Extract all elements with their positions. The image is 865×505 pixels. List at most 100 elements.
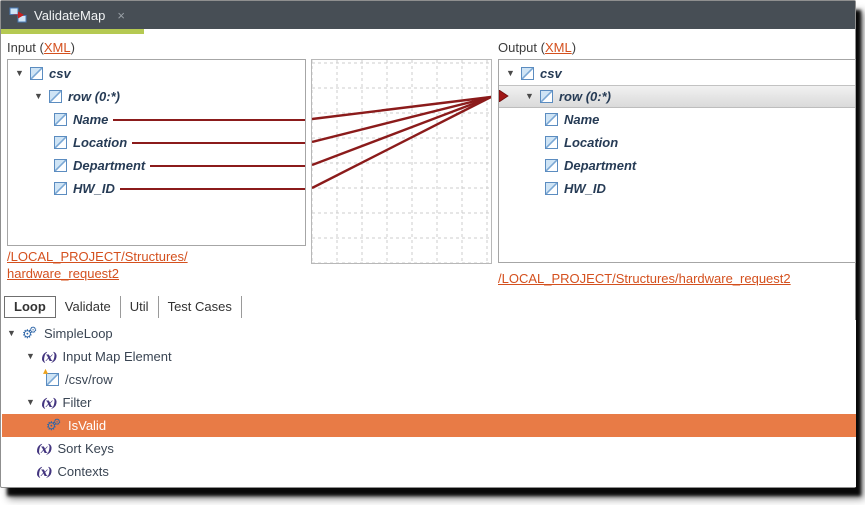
xml-element-icon — [545, 113, 558, 126]
tab-loop[interactable]: Loop — [4, 296, 56, 318]
mapping-target-arrow-icon — [499, 90, 509, 102]
tree-row[interactable]: /csv/row — [2, 366, 856, 391]
tree-row[interactable]: ▼ (x) Input Map Element — [2, 345, 856, 368]
tree-node-label: IsValid — [68, 418, 107, 433]
tree-node-label: csv — [540, 66, 562, 81]
output-header-text: Output ( — [498, 40, 545, 55]
tree-node-label: Location — [564, 135, 619, 150]
tree-row[interactable]: (x) Contexts — [2, 460, 856, 483]
expand-triangle-icon[interactable]: ▼ — [26, 397, 35, 407]
expand-triangle-icon[interactable]: ▼ — [34, 91, 43, 101]
tree-node-label: Department — [73, 158, 146, 173]
function-x-icon: (x) — [36, 464, 52, 479]
xml-element-icon — [30, 67, 43, 80]
input-header-text-close: ) — [70, 40, 75, 55]
function-x-icon: (x) — [41, 349, 57, 364]
output-structure-link[interactable]: /LOCAL_PROJECT/Structures/hardware_reque… — [498, 271, 791, 286]
expand-triangle-icon[interactable]: ▼ — [506, 68, 515, 78]
xml-element-icon — [545, 159, 558, 172]
xml-element-icon — [545, 182, 558, 195]
tree-node-label: Name — [73, 112, 109, 127]
output-header-text-close: ) — [571, 40, 577, 55]
loop-config-tree: ▼ SimpleLoop ▼ (x) Input Map Element/csv/row… — [2, 320, 856, 487]
tree-node-label: HW_ID — [73, 181, 115, 196]
xml-element-icon — [54, 113, 67, 126]
tree-row[interactable]: ▼ csv — [499, 62, 855, 85]
tree-row[interactable]: Department — [499, 154, 855, 177]
tree-row[interactable]: IsValid — [2, 414, 856, 437]
tree-row[interactable]: ▼ row (0:*) — [499, 85, 855, 108]
gears-icon — [46, 414, 62, 434]
output-xml-link[interactable]: XML — [544, 40, 572, 55]
tree-node-label: csv — [49, 66, 71, 81]
input-structure-link[interactable]: /LOCAL_PROJECT/Structures/ hardware_requ… — [7, 248, 307, 282]
tree-node-label: row (0:*) — [559, 89, 611, 104]
xml-element-icon — [54, 182, 67, 195]
tree-row[interactable]: ▼ row (0:*) — [8, 85, 305, 108]
tree-node-label: Location — [73, 135, 128, 150]
mapping-canvas[interactable] — [311, 59, 492, 264]
expand-triangle-icon[interactable]: ▼ — [7, 328, 16, 338]
input-pane-header: Input (XML) — [7, 40, 75, 56]
mapping-link-location — [312, 95, 491, 144]
tree-row[interactable]: ▼ SimpleLoop — [2, 322, 856, 345]
mapping-link-name — [312, 95, 491, 121]
tree-row[interactable]: ▼ (x) Filter — [2, 391, 856, 414]
tab-util[interactable]: Util — [121, 296, 159, 318]
tree-row[interactable]: Department — [8, 154, 305, 177]
xml-element-ref-icon — [43, 366, 59, 386]
xml-element-icon — [49, 90, 62, 103]
tree-node-label: Filter — [62, 395, 92, 410]
editor-tab-bar: ValidateMap × — [1, 1, 855, 29]
input-xml-link[interactable]: XML — [43, 40, 71, 55]
tree-node-label: /csv/row — [65, 372, 113, 387]
mapper-icon — [9, 7, 27, 23]
tab-validatemap[interactable]: ValidateMap × — [1, 1, 144, 29]
tree-row[interactable]: ▼ csv — [8, 62, 305, 85]
tree-node-label: Contexts — [57, 464, 109, 479]
xml-element-icon — [540, 90, 553, 103]
expand-triangle-icon[interactable]: ▼ — [525, 91, 534, 101]
mapping-line — [150, 164, 305, 167]
tree-row[interactable]: HW_ID — [8, 177, 305, 200]
xml-element-icon — [545, 136, 558, 149]
tree-node-label: HW_ID — [564, 181, 606, 196]
xml-element-icon — [54, 159, 67, 172]
mapping-line — [113, 118, 305, 121]
tree-node-label: row (0:*) — [68, 89, 120, 104]
mapping-link-department — [312, 95, 491, 167]
expand-triangle-icon[interactable]: ▼ — [26, 351, 35, 361]
tree-row[interactable]: Name — [499, 108, 855, 131]
tree-row[interactable]: Location — [8, 131, 305, 154]
output-pane-header: Output (XML) — [498, 40, 576, 56]
tree-node-label: SimpleLoop — [44, 326, 113, 341]
function-x-icon: (x) — [36, 441, 52, 456]
tree-row[interactable]: (x) Sort Keys — [2, 437, 856, 460]
expand-triangle-icon[interactable]: ▼ — [15, 68, 24, 78]
tree-row[interactable]: Name — [8, 108, 305, 131]
xml-element-icon — [521, 67, 534, 80]
tree-row[interactable]: Location — [499, 131, 855, 154]
tree-node-label: Department — [564, 158, 637, 173]
tab-validate[interactable]: Validate — [56, 296, 121, 318]
tree-node-label: Input Map Element — [62, 349, 172, 364]
mapper-editor-window: ValidateMap × Input (XML) Output (XML) ▼… — [0, 0, 856, 488]
input-header-text: Input ( — [7, 40, 44, 55]
tab-title: ValidateMap — [34, 7, 106, 23]
close-icon[interactable]: × — [117, 7, 125, 23]
tab-test-cases[interactable]: Test Cases — [159, 296, 242, 318]
mapping-link-hw_id — [312, 95, 491, 190]
tree-node-label: Sort Keys — [57, 441, 114, 456]
xml-element-icon — [54, 136, 67, 149]
function-x-icon: (x) — [41, 395, 57, 410]
active-tab-underline — [1, 29, 144, 34]
mapping-line — [132, 141, 305, 144]
mapping-line — [119, 187, 305, 190]
input-structure-link-line2: hardware_request2 — [7, 266, 120, 281]
gears-icon — [22, 322, 38, 342]
tree-row[interactable]: HW_ID — [499, 177, 855, 200]
